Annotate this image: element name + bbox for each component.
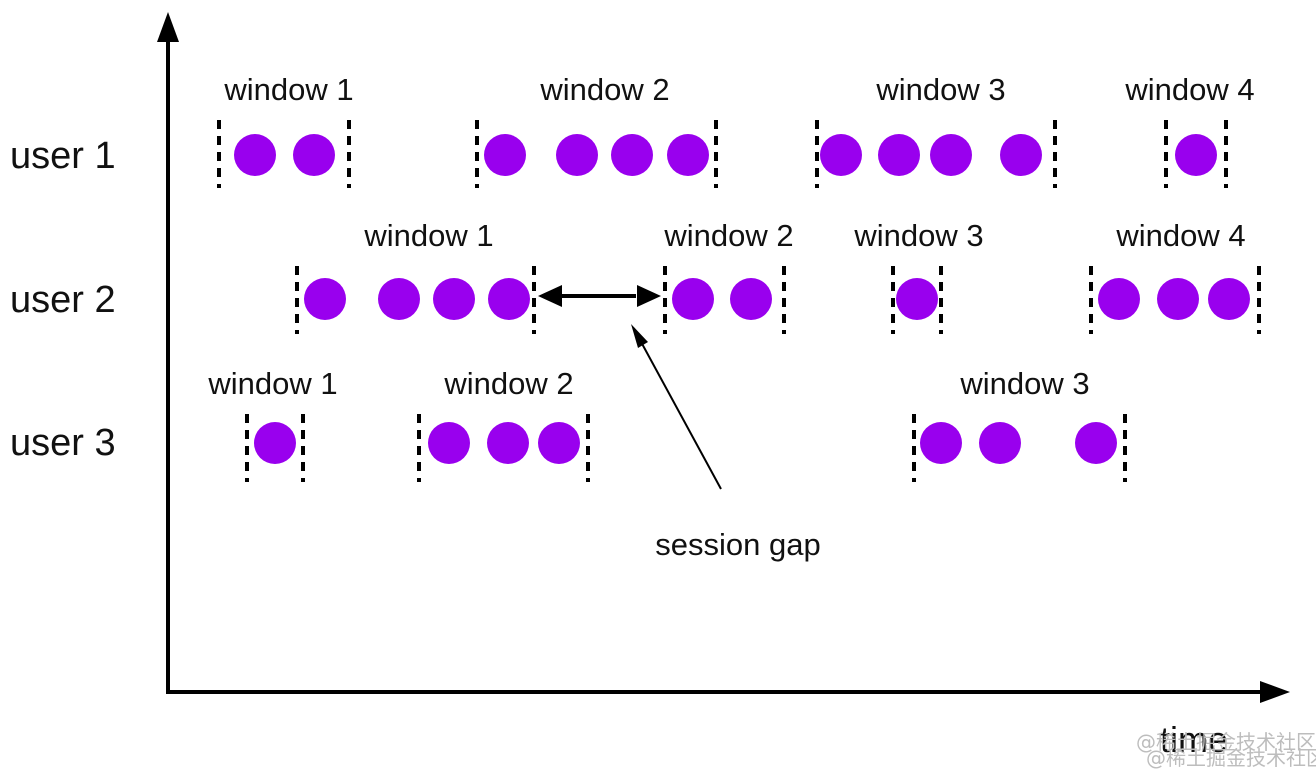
y-axis-arrow-icon <box>157 12 179 42</box>
window-label: window 4 <box>1124 72 1254 107</box>
event-dot <box>487 422 529 464</box>
event-dot <box>1175 134 1217 176</box>
x-axis-label: time <box>1160 719 1228 760</box>
watermark: @稀土掘金技术社区 <box>1146 746 1316 770</box>
event-dot <box>896 278 938 320</box>
row-label-user-1: user 1 <box>10 135 116 177</box>
event-dot <box>920 422 962 464</box>
event-dot <box>878 134 920 176</box>
watermark: @稀土掘金技术社区 <box>1136 730 1316 754</box>
event-dot <box>930 134 972 176</box>
event-dot <box>254 422 296 464</box>
event-dot <box>611 134 653 176</box>
event-dot <box>820 134 862 176</box>
window-label: window 1 <box>207 366 337 401</box>
event-dot <box>378 278 420 320</box>
window-label: window 3 <box>959 366 1089 401</box>
window-label: window 3 <box>875 72 1005 107</box>
window-label: window 2 <box>539 72 669 107</box>
event-dot <box>1208 278 1250 320</box>
event-dot <box>730 278 772 320</box>
window-label: window 2 <box>443 366 573 401</box>
window-label: window 2 <box>663 218 793 253</box>
event-dot <box>484 134 526 176</box>
x-axis-arrow-icon <box>1260 681 1290 703</box>
row-label-user-3: user 3 <box>10 422 116 464</box>
event-dot <box>667 134 709 176</box>
window-label: window 4 <box>1115 218 1245 253</box>
event-dot <box>538 422 580 464</box>
event-dot <box>1075 422 1117 464</box>
window-boundaries <box>217 120 1261 482</box>
pointer-arrow-icon <box>631 324 648 348</box>
window-label: window 1 <box>363 218 493 253</box>
arrow-left-icon <box>538 285 562 307</box>
arrow-right-icon <box>637 285 661 307</box>
event-dot <box>556 134 598 176</box>
session-gap-label: session gap <box>655 527 820 562</box>
event-dot <box>304 278 346 320</box>
event-dot <box>1098 278 1140 320</box>
event-dot <box>293 134 335 176</box>
event-dot <box>672 278 714 320</box>
event-dot <box>234 134 276 176</box>
event-dot <box>488 278 530 320</box>
window-label: window 3 <box>853 218 983 253</box>
window-label: window 1 <box>223 72 353 107</box>
session-gap-pointer <box>639 339 722 490</box>
event-dot <box>428 422 470 464</box>
event-dot <box>1157 278 1199 320</box>
event-dots <box>234 134 1250 464</box>
event-dot <box>433 278 475 320</box>
event-dot <box>1000 134 1042 176</box>
row-label-user-2: user 2 <box>10 279 116 321</box>
event-dot <box>979 422 1021 464</box>
